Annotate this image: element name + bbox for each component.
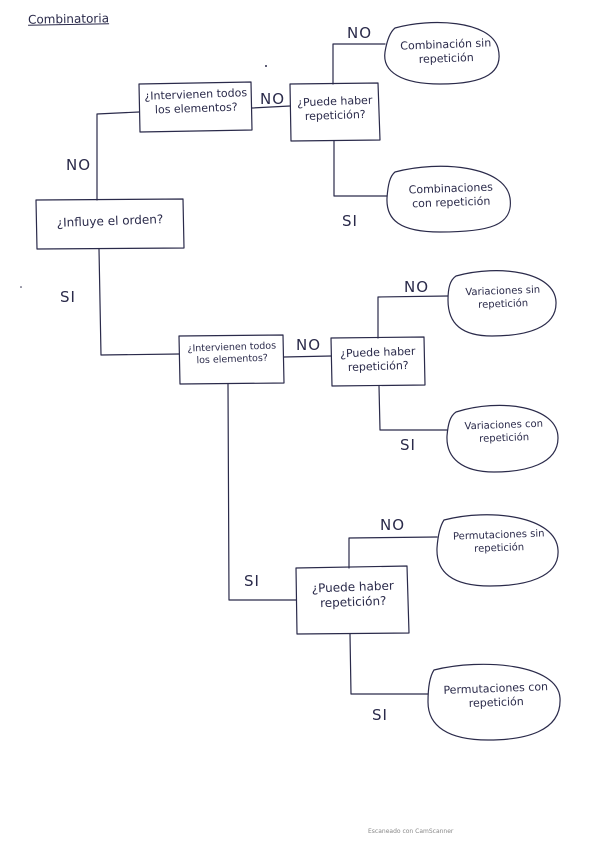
label-no: NO	[347, 24, 373, 42]
node-comb-con: Combinaciones con repetición	[408, 180, 494, 211]
label-no: NO	[380, 516, 406, 534]
node-q-all-1: ¿Intervienen todos los elementos?	[144, 86, 248, 117]
ellipse-var-con	[446, 404, 559, 473]
label-no: NO	[404, 278, 430, 296]
ellipse-comb-sin	[384, 21, 500, 85]
line-all2-to-rep3	[227, 383, 297, 601]
label-si: SI	[244, 572, 260, 590]
box-q-rep-1	[289, 82, 381, 142]
node-perm-con: Permutaciones con repetición	[443, 680, 549, 710]
line-rep2-to-var-con	[378, 385, 448, 431]
box-q-rep-2	[330, 336, 426, 387]
line-rep3-to-perm-sin	[348, 536, 438, 569]
diagram-title: Combinatoria	[27, 11, 110, 27]
label-si: SI	[60, 288, 76, 306]
box-q-all-2	[178, 334, 285, 385]
node-q-rep-3: ¿Puede haber repetición?	[311, 578, 394, 611]
line-rep2-to-var-sin	[377, 295, 449, 339]
stray-mark	[265, 65, 267, 67]
ellipse-var-sin	[447, 270, 557, 337]
node-q-rep-1: ¿Puede haber repetición?	[296, 93, 373, 123]
line-rep1-to-comb-con	[333, 140, 388, 197]
label-no: NO	[296, 336, 322, 354]
box-q-order	[35, 198, 185, 250]
box-q-rep-3	[295, 565, 410, 635]
node-var-con: Variaciones con repetición	[464, 418, 544, 445]
label-si: SI	[372, 706, 388, 724]
node-q-rep-2: ¿Puede haber repetición?	[339, 344, 416, 374]
line-all1-to-rep1	[251, 105, 291, 109]
scanner-footer: Escaneado con CamScanner	[368, 828, 454, 835]
node-q-all-2: ¿Intervienen todos los elementos?	[187, 340, 277, 367]
label-no: NO	[66, 156, 92, 174]
node-comb-sin: Combinación sin repetición	[400, 36, 492, 66]
node-var-sin: Variaciones sin repetición	[465, 284, 541, 311]
line-order-up	[96, 111, 140, 201]
line-all2-to-rep2	[283, 355, 332, 358]
label-no: NO	[260, 90, 286, 108]
node-perm-sin: Permutaciones sin repetición	[452, 528, 545, 555]
ellipse-perm-con	[427, 663, 561, 741]
label-si: SI	[342, 212, 358, 230]
line-order-down	[98, 248, 180, 356]
box-q-all-1	[138, 81, 253, 133]
line-rep3-to-perm-con	[349, 633, 429, 695]
stray-mark	[20, 286, 22, 288]
label-si: SI	[400, 436, 416, 454]
ellipse-comb-con	[386, 165, 511, 233]
line-rep1-to-comb-sin	[332, 43, 386, 85]
ellipse-perm-sin	[436, 514, 559, 587]
